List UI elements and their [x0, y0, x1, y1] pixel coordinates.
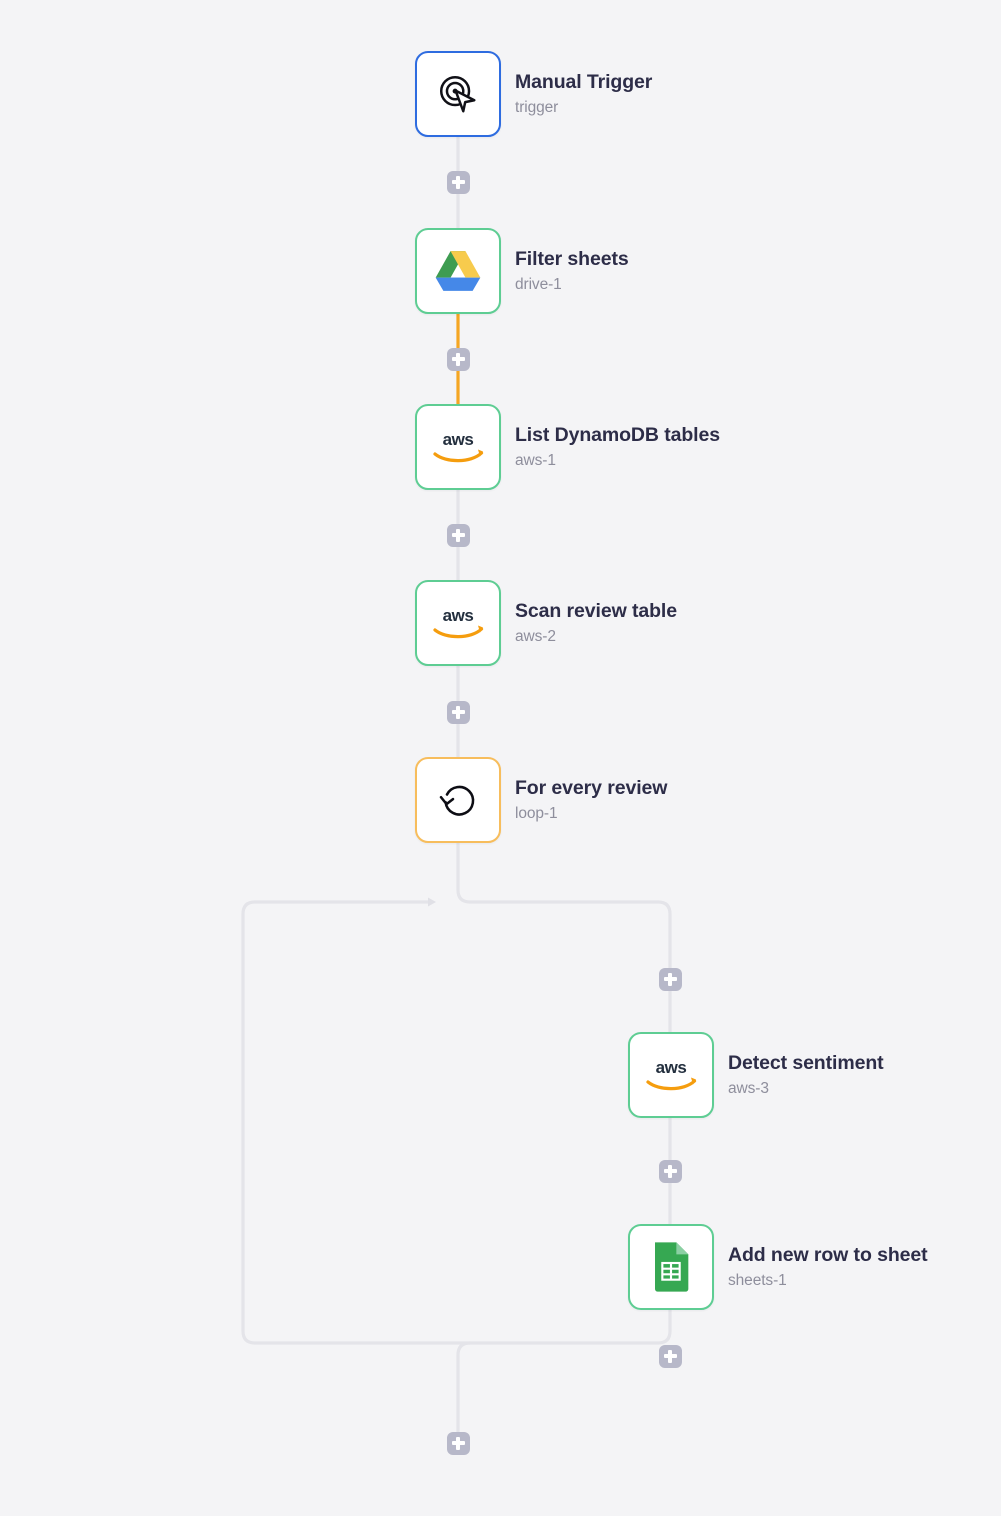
- node-label-group: Detect sentiment aws-3: [728, 1052, 884, 1097]
- node-subtitle: loop-1: [515, 804, 558, 822]
- workflow-node-sheets-1[interactable]: Add new row to sheet sheets-1: [628, 1224, 928, 1310]
- aws-icon: aws: [641, 1055, 701, 1095]
- edge-loop-return: [241, 897, 672, 1345]
- node-label-group: Add new row to sheet sheets-1: [728, 1244, 928, 1289]
- node-subtitle: sheets-1: [728, 1271, 787, 1289]
- node-title: Manual Trigger: [515, 71, 653, 94]
- workflow-node-drive-1[interactable]: Filter sheets drive-1: [415, 228, 629, 314]
- add-node-button[interactable]: [658, 967, 682, 991]
- workflow-node-trigger[interactable]: Manual Trigger trigger: [415, 51, 652, 137]
- aws-icon: aws: [428, 427, 488, 467]
- svg-text:aws: aws: [443, 430, 474, 449]
- node-icon-box[interactable]: [628, 1224, 714, 1310]
- node-subtitle: aws-2: [515, 627, 556, 645]
- node-title: List DynamoDB tables: [515, 424, 720, 447]
- node-title: Scan review table: [515, 600, 677, 623]
- add-node-button[interactable]: [446, 700, 470, 724]
- node-icon-box[interactable]: [415, 228, 501, 314]
- workflow-node-aws-3[interactable]: aws Detect sentiment aws-3: [628, 1032, 884, 1118]
- add-node-button[interactable]: [658, 1344, 682, 1368]
- add-node-button[interactable]: [446, 347, 470, 371]
- node-subtitle: drive-1: [515, 275, 562, 293]
- add-node-button[interactable]: [446, 523, 470, 547]
- node-icon-box[interactable]: aws: [628, 1032, 714, 1118]
- node-title: Filter sheets: [515, 248, 629, 271]
- add-node-button[interactable]: [658, 1159, 682, 1183]
- node-subtitle: aws-1: [515, 451, 556, 469]
- node-title: Add new row to sheet: [728, 1244, 928, 1267]
- workflow-node-aws-2[interactable]: aws Scan review table aws-2: [415, 580, 677, 666]
- edge-loop-branch-out: [456, 841, 672, 1034]
- node-icon-box[interactable]: aws: [415, 580, 501, 666]
- node-icon-box[interactable]: [415, 51, 501, 137]
- node-label-group: Scan review table aws-2: [515, 600, 677, 645]
- node-title: For every review: [515, 777, 668, 800]
- google-drive-icon: [434, 249, 482, 293]
- loop-refresh-icon: [436, 778, 480, 822]
- aws-icon: aws: [428, 603, 488, 643]
- node-label-group: For every review loop-1: [515, 777, 667, 822]
- workflow-node-aws-1[interactable]: aws List DynamoDB tables aws-1: [415, 404, 720, 490]
- node-icon-box[interactable]: aws: [415, 404, 501, 490]
- add-node-button[interactable]: [446, 1431, 470, 1455]
- workflow-node-loop-1[interactable]: For every review loop-1: [415, 757, 667, 843]
- edge-loop-exit-down: [456, 1341, 472, 1434]
- node-label-group: Manual Trigger trigger: [515, 71, 652, 116]
- svg-text:aws: aws: [656, 1058, 687, 1077]
- node-subtitle: trigger: [515, 98, 559, 116]
- svg-text:aws: aws: [443, 606, 474, 625]
- node-label-group: List DynamoDB tables aws-1: [515, 424, 720, 469]
- google-sheets-icon: [651, 1241, 691, 1293]
- node-title: Detect sentiment: [728, 1052, 884, 1075]
- node-subtitle: aws-3: [728, 1079, 769, 1097]
- add-node-button[interactable]: [446, 170, 470, 194]
- node-icon-box[interactable]: [415, 757, 501, 843]
- cursor-click-icon: [435, 71, 481, 117]
- node-label-group: Filter sheets drive-1: [515, 248, 629, 293]
